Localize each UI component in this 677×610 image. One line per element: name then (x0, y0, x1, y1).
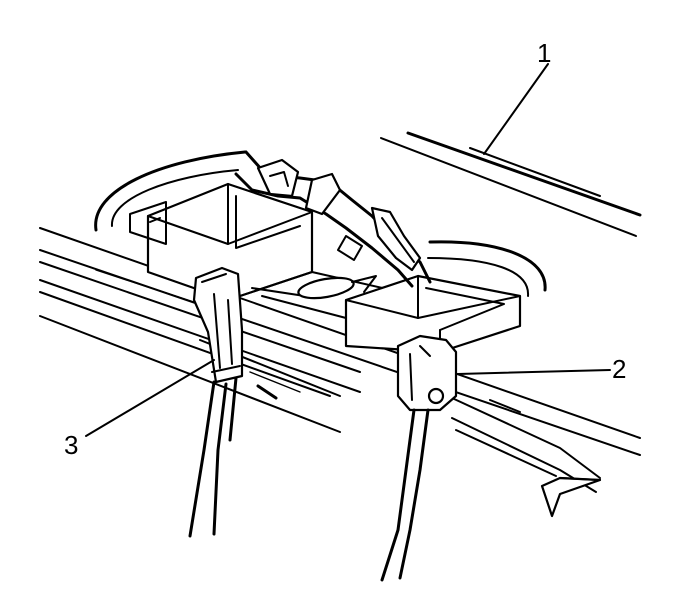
connector-latch-icon (427, 387, 445, 405)
lamp-housing (94, 150, 547, 297)
connector-2 (380, 334, 458, 582)
roof-trim-rails (39, 227, 641, 493)
leader-line-3 (85, 359, 215, 437)
callout-2: 2 (612, 354, 626, 384)
bulb-icon (297, 276, 355, 300)
headliner-panel (380, 131, 642, 237)
wire-harness-top (234, 150, 432, 288)
harness-clip-right (304, 172, 342, 216)
leader-line-2 (457, 369, 611, 375)
center-cavity (227, 271, 401, 319)
callout-1: 1 (537, 38, 551, 68)
leader-lines (85, 63, 611, 437)
right-socket-box (344, 274, 522, 354)
harness-clip-left (256, 158, 300, 198)
connector-3 (188, 266, 244, 538)
callout-3: 3 (64, 430, 78, 460)
leader-line-1 (483, 63, 549, 155)
trim-end-wedge (540, 476, 602, 518)
